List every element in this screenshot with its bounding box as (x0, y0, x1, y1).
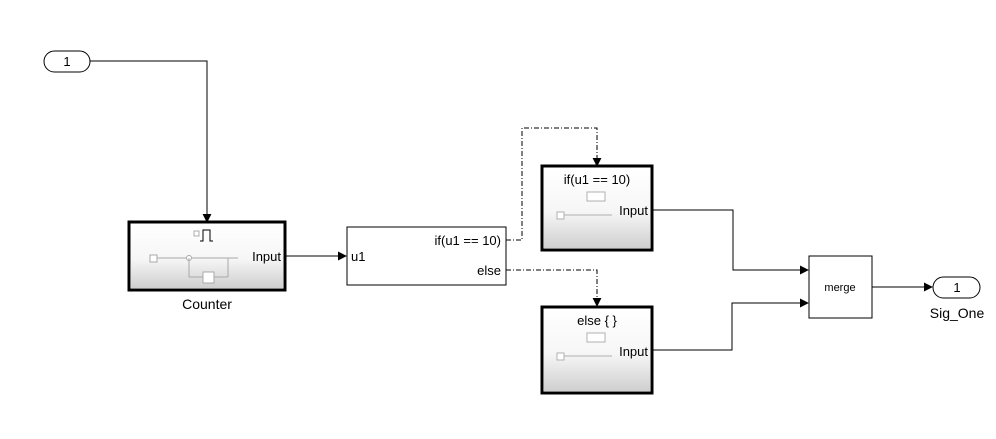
inport-number: 1 (63, 54, 70, 69)
subsystem-preview-icon (556, 211, 612, 220)
action-line-else-to-bottom-subsystem[interactable] (506, 269, 602, 307)
outport-number: 1 (953, 280, 960, 295)
top-subsystem-port-label: Input (619, 203, 648, 218)
bottom-subsystem-port-label: Input (619, 344, 648, 359)
action-line-if-to-top-subsystem[interactable] (506, 127, 602, 241)
trigger-icon (193, 229, 213, 242)
counter-port-label: Input (252, 249, 281, 264)
signal-line-bottom-to-merge[interactable] (652, 298, 809, 351)
if-block[interactable]: u1 if(u1 == 10) else (346, 226, 507, 286)
subsystem-preview-icon (149, 254, 238, 284)
counter-block-name[interactable]: Counter (182, 296, 232, 312)
action-port-icon (586, 332, 606, 343)
subsystem-preview-icon (556, 352, 612, 361)
merge-block[interactable]: merge (808, 255, 873, 319)
top-subsystem-title: if(u1 == 10) (564, 172, 631, 187)
counter-subsystem[interactable]: Input (127, 220, 287, 292)
merge-label: merge (824, 282, 855, 294)
if-action-subsystem-top[interactable]: if(u1 == 10) Input (540, 164, 654, 252)
signal-line-inport-to-counter[interactable] (90, 60, 212, 223)
action-port-icon (586, 191, 606, 202)
if-block-input-label: u1 (351, 249, 365, 264)
outport-block-name[interactable]: Sig_One (930, 305, 985, 321)
bottom-subsystem-title: else { } (577, 313, 617, 328)
inport-block[interactable]: 1 (43, 50, 91, 73)
if-block-if-port-label: if(u1 == 10) (435, 233, 502, 248)
if-action-subsystem-bottom[interactable]: else { } Input (540, 305, 654, 395)
signal-line-top-to-merge[interactable] (652, 209, 809, 275)
if-block-else-port-label: else (477, 263, 501, 278)
outport-block[interactable]: 1 (932, 276, 981, 299)
